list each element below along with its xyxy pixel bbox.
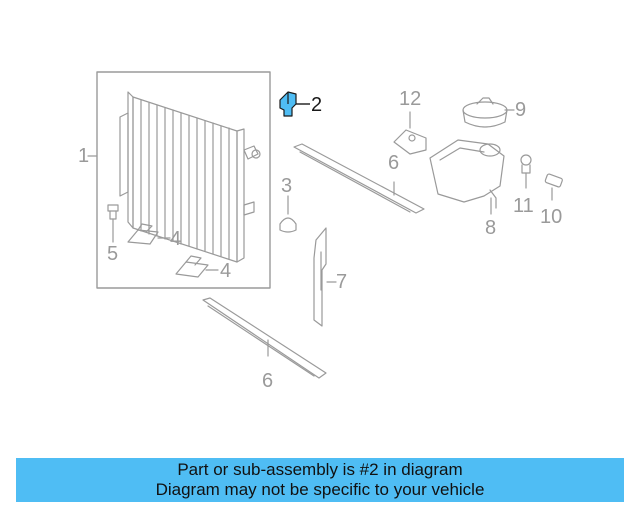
callout-6a: 6: [388, 152, 400, 174]
banner-line-2: Diagram may not be specific to your vehi…: [155, 480, 485, 499]
callout-3: 3: [281, 175, 293, 197]
bracket-part-4b: [175, 255, 219, 278]
callout-4b: 4: [220, 260, 232, 282]
info-banner: Part or sub-assembly is #2 in diagram Di…: [16, 458, 624, 502]
callout-10: 10: [540, 206, 563, 228]
expansion-tank-part-8: [429, 139, 505, 215]
fitting-part-10: [544, 173, 563, 201]
callout-5: 5: [107, 243, 119, 265]
bracket-part-12: [393, 111, 427, 155]
callout-11: 11: [513, 195, 534, 217]
grommet-part-3: [279, 195, 297, 233]
clip-part-2-highlight: [279, 91, 297, 117]
callout-1: 1: [78, 145, 90, 167]
callout-8: 8: [485, 217, 497, 239]
callout-4a: 4: [170, 228, 182, 250]
sensor-part-11: [520, 154, 532, 189]
callout-12: 12: [399, 88, 422, 110]
banner-line-1: Part or sub-assembly is #2 in diagram: [177, 460, 463, 479]
callout-9: 9: [515, 99, 527, 121]
callout-6b: 6: [262, 370, 274, 392]
bracket-part-4a: [127, 223, 171, 245]
parts-diagram: [87, 71, 563, 379]
radiator-assembly: [96, 71, 271, 289]
callout-7: 7: [336, 271, 348, 293]
callout-2: 2: [311, 94, 323, 116]
cap-part-9: [462, 97, 515, 128]
bolt-part-5: [107, 204, 119, 243]
seal-strip-lower: [202, 297, 327, 379]
seal-strip-upper: [293, 143, 425, 214]
side-bracket-part-7: [313, 227, 337, 327]
